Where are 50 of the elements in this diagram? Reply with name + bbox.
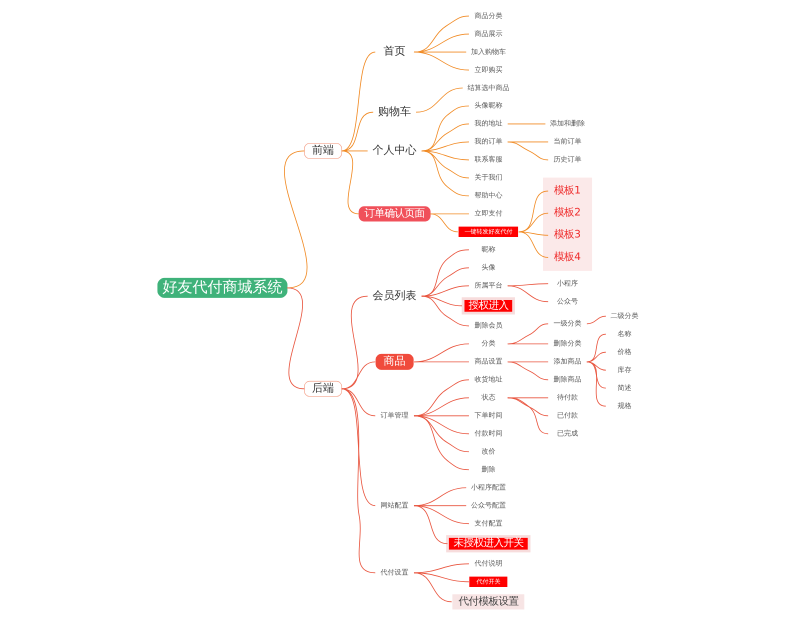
node-box: 前端 xyxy=(304,143,342,159)
connector xyxy=(413,415,469,470)
node-box: 后端 xyxy=(304,380,342,397)
connector xyxy=(420,249,469,297)
connector xyxy=(586,361,606,407)
node-text: 模板3 xyxy=(554,228,580,241)
node-text: 模板2 xyxy=(554,206,580,219)
connector xyxy=(413,52,469,70)
connector xyxy=(586,316,606,324)
node-box: 商品 xyxy=(375,354,414,370)
connector xyxy=(340,150,359,214)
connector xyxy=(413,361,469,362)
connector xyxy=(506,285,548,302)
node-text: 首页 xyxy=(383,44,406,58)
node-box: 代付模板设置 xyxy=(452,594,524,610)
connector xyxy=(284,150,307,288)
node-box: 授权进入 xyxy=(461,297,514,314)
connector xyxy=(415,88,463,113)
node-box: 未授权进入开关 xyxy=(446,535,530,552)
connector xyxy=(420,150,469,196)
connector xyxy=(586,352,606,362)
node-text: 模板1 xyxy=(554,184,580,196)
connector xyxy=(413,505,448,544)
node-text: 个人中心 xyxy=(372,144,416,157)
connector xyxy=(413,487,466,506)
connector xyxy=(420,285,469,297)
connector xyxy=(586,334,606,362)
connector xyxy=(413,415,469,452)
cluster xyxy=(542,178,592,271)
connector xyxy=(413,572,452,602)
connector xyxy=(420,267,469,297)
connector xyxy=(286,287,304,390)
connector xyxy=(506,323,548,344)
connector xyxy=(506,397,548,434)
connector xyxy=(413,379,469,416)
connector xyxy=(506,343,548,344)
node-text: 模板4 xyxy=(554,250,580,263)
connector xyxy=(340,52,376,152)
node-box: 好友代付商城系统 xyxy=(156,278,287,298)
connector xyxy=(420,296,469,326)
connector xyxy=(506,142,548,160)
connector xyxy=(518,231,548,258)
node-text: 会员列表 xyxy=(372,288,416,302)
node-text: 购物车 xyxy=(378,104,411,118)
connector xyxy=(340,388,376,574)
connector xyxy=(413,343,469,362)
connector xyxy=(506,361,548,380)
connector xyxy=(429,213,458,232)
node-box: 订单确认页面 xyxy=(358,206,430,222)
connector xyxy=(340,361,376,390)
